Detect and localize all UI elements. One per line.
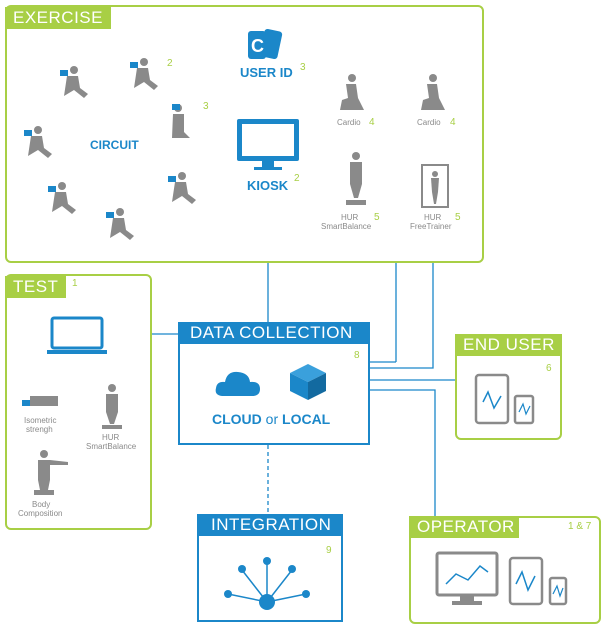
cardio-bike-icon [340,74,364,110]
test-num: 1 [72,278,78,289]
smartbalance-num: 5 [374,212,380,223]
circuit-label: CIRCUIT [90,138,139,152]
operator-num: 1 & 7 [568,521,592,532]
freetrainer-label-2: FreeTrainer [410,222,452,231]
test-smartbalance-icon [102,384,122,429]
kiosk-monitor-icon [237,119,299,170]
smartbalance-label-2: SmartBalance [321,222,372,231]
cardio-bike-icon [421,74,445,110]
isometric-label-2: strengh [26,425,53,434]
kiosk-num: 2 [294,173,300,184]
tablet-phone-icon [474,373,535,425]
cloud-or-local-label: CLOUD or LOCAL [212,411,330,427]
freetrainer-label-1: HUR [424,213,442,222]
circuit-num-a: 2 [167,58,173,69]
freetrainer-num: 5 [455,212,461,223]
exercise-title: EXERCISE [5,7,111,29]
svg-text:C: C [251,36,264,56]
test-title: TEST [5,276,67,298]
cloud-label: CLOUD [212,411,262,427]
freetrainer-icon [421,164,449,208]
network-hub-icon [224,557,310,610]
body-comp-label-1: Body [32,500,51,509]
end-user-title: END USER [455,334,562,356]
user-id-card-icon: C [248,28,283,60]
test-smartbalance-label-1: HUR [102,433,120,442]
integration-title: INTEGRATION [197,514,343,536]
or-label: or [265,411,279,427]
laptop-icon [47,316,107,354]
circuit-num-b: 3 [203,101,209,112]
data-collection-num: 8 [354,350,360,361]
cardio-2-num: 4 [450,117,456,128]
test-smartbalance-label-2: SmartBalance [86,442,137,451]
operator-title: OPERATOR [409,516,519,538]
smartbalance-label-1: HUR [341,213,359,222]
cardio-1-num: 4 [369,117,375,128]
local-label: LOCAL [282,411,331,427]
operator-devices-icon [435,551,568,606]
kiosk-label: KIOSK [247,178,289,193]
user-id-num: 3 [300,62,306,73]
cloud-icon [215,371,260,396]
body-comp-label-2: Composition [18,509,63,518]
cardio-1-label: Cardio [337,118,361,127]
body-composition-icon [34,450,68,495]
smartbalance-icon [346,152,366,205]
isometric-label-1: Isometric [24,416,57,425]
end-user-num: 6 [546,363,552,374]
isometric-device-icon [22,396,58,406]
local-cube-icon [290,364,326,400]
circuit-machine-icons [24,58,196,240]
data-collection-title: DATA COLLECTION [178,322,370,344]
integration-num: 9 [326,545,332,556]
user-id-label: USER ID [240,65,293,80]
cardio-2-label: Cardio [417,118,441,127]
